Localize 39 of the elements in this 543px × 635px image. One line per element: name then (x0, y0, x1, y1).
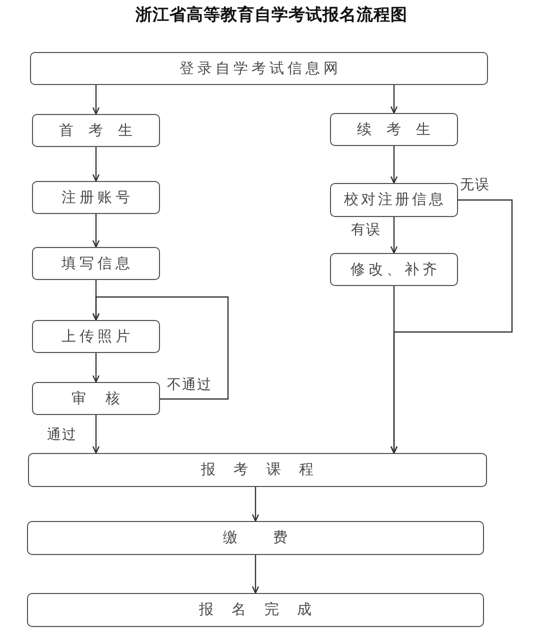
step-text: 续 考 生 (356, 120, 434, 138)
flow-arrow (390, 85, 398, 114)
diagram-title: 浙江省高等教育自学考试报名流程图 (134, 4, 408, 26)
flow-arrow (92, 353, 100, 383)
step-text: 报 考 课 程 (200, 461, 318, 479)
process-box (32, 382, 160, 415)
flow-arrow (390, 286, 398, 454)
step-text: 首 考 生 (58, 122, 136, 140)
step-text: 登录自学考试信息网 (178, 60, 342, 78)
flow-arrow (252, 487, 260, 522)
process-box (330, 253, 458, 286)
process-box (32, 181, 160, 214)
edge-label: 无误 (459, 177, 491, 194)
process-box (30, 52, 488, 85)
process-box (32, 114, 160, 147)
edge-label: 有误 (350, 222, 382, 239)
step-text: 填写信息 (60, 254, 134, 272)
step-text: 缴 费 (222, 529, 292, 547)
process-box (32, 320, 160, 353)
process-box (28, 453, 487, 487)
process-box (32, 247, 160, 280)
step-text: 注册账号 (60, 188, 134, 206)
process-box (330, 113, 458, 146)
step-text: 修改、补齐 (350, 260, 440, 278)
flow-arrow (92, 214, 100, 248)
process-box (330, 183, 458, 217)
step-text: 报 名 完 成 (198, 601, 316, 619)
flow-arrow (390, 217, 398, 254)
flow-arrow (92, 296, 229, 400)
step-text: 审 核 (70, 390, 124, 408)
flow-arrow (92, 147, 100, 182)
flow-arrow (252, 555, 260, 594)
flow-arrow (390, 146, 398, 184)
flow-arrow (92, 85, 100, 115)
step-text: 校对注册信息 (343, 191, 446, 209)
process-box (27, 593, 484, 627)
step-text: 上传照片 (60, 328, 134, 346)
flow-arrow (92, 415, 100, 454)
process-box (27, 521, 484, 555)
